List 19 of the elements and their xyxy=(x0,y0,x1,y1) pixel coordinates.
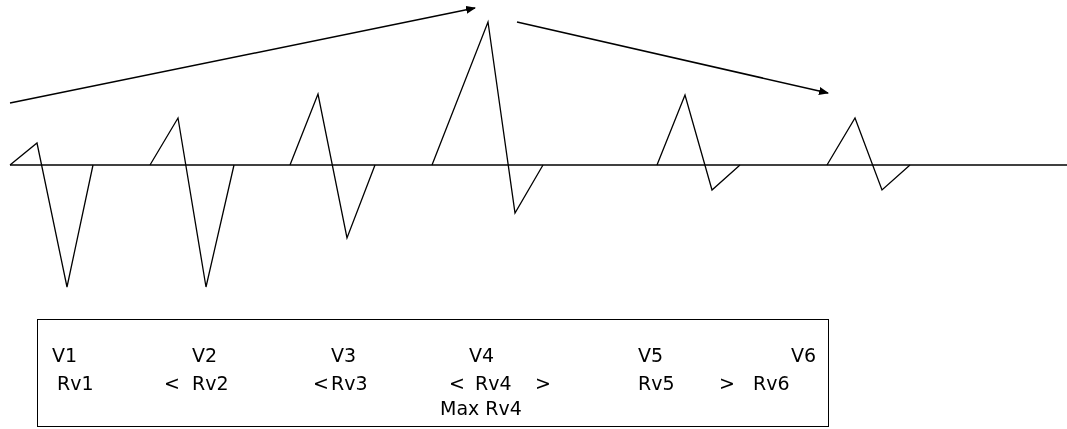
lead-label: V3 xyxy=(331,344,357,366)
amplitude-label: Rv3 xyxy=(331,372,368,394)
comparison-sign: < xyxy=(313,372,329,394)
lead-label: V1 xyxy=(52,344,78,366)
amplitude-label: Rv5 xyxy=(638,372,675,394)
amplitude-label: Rv4 xyxy=(475,372,512,394)
comparison-sign: > xyxy=(535,372,551,394)
amplitude-label: Rv2 xyxy=(192,372,229,394)
amplitude-label: Rv1 xyxy=(57,372,94,394)
comparison-sign: < xyxy=(164,372,180,394)
lead-label: V2 xyxy=(192,344,218,366)
lead-label: V4 xyxy=(469,344,495,366)
comparison-sign: > xyxy=(719,372,735,394)
lead-label: V6 xyxy=(791,344,817,366)
max-note: Max Rv4 xyxy=(440,397,522,419)
comparison-box xyxy=(37,319,829,427)
lead-label: V5 xyxy=(638,344,664,366)
comparison-sign: < xyxy=(449,372,465,394)
amplitude-label: Rv6 xyxy=(753,372,790,394)
